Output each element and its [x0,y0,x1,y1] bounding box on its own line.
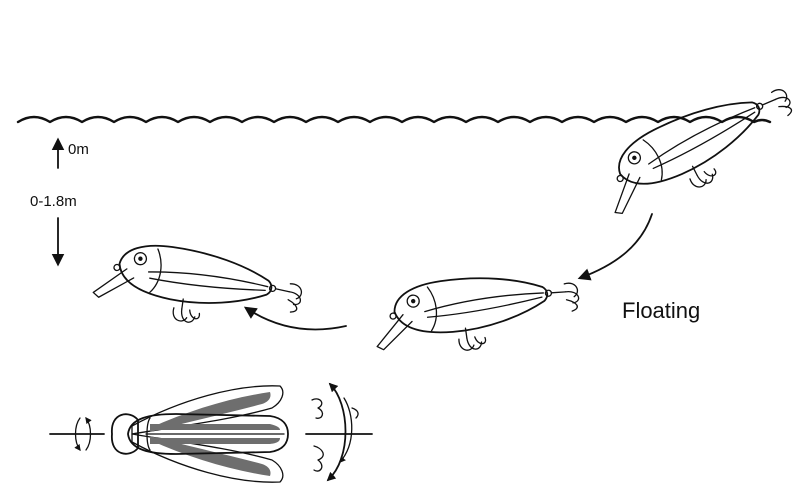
depth-range-label: 0-1.8m [30,193,77,210]
lure-top-view [49,382,373,483]
floating-label: Floating [622,298,700,323]
water-surface [16,115,772,124]
motion-arrow-2 [243,306,347,331]
lure-surface-icon [588,68,800,228]
lure-diving-icon [368,261,585,364]
depth-top-label: 0m [68,141,89,158]
motion-arrow-1 [577,213,653,281]
